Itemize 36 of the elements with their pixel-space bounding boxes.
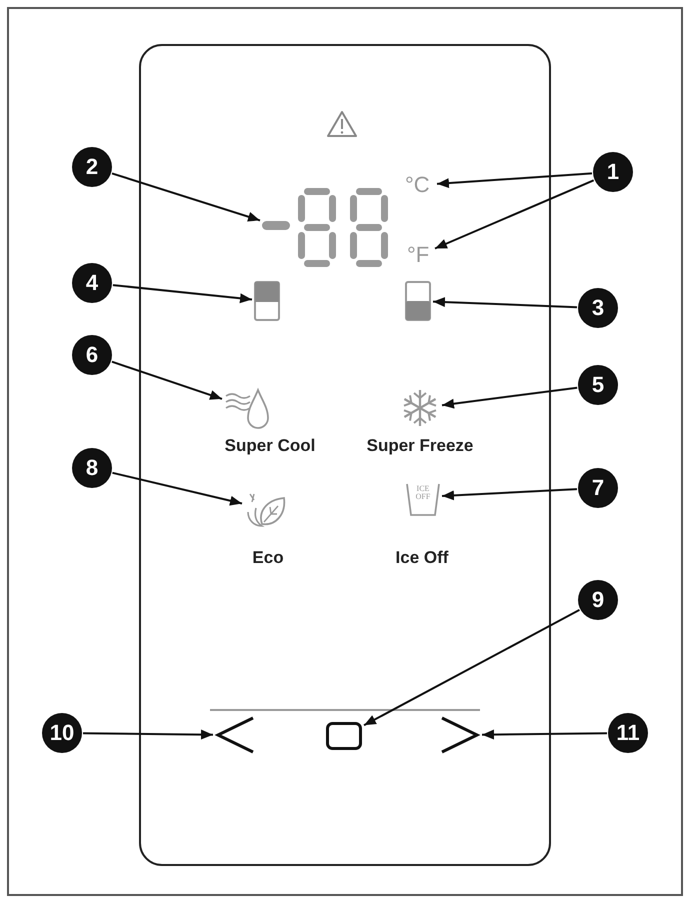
icon-caption: Ice Off: [396, 548, 448, 568]
icon-text: ICE OFF: [414, 485, 432, 501]
leader-line: [434, 179, 594, 250]
right-chevron-button: [440, 716, 480, 754]
unit-symbol: °C: [405, 172, 435, 198]
minus-segment: [262, 221, 290, 230]
callout-number: 1: [593, 152, 633, 192]
callout-number: 9: [578, 580, 618, 620]
callout-number: 2: [72, 147, 112, 187]
leader-line: [112, 284, 252, 304]
icon-caption: Eco: [252, 548, 284, 568]
callout-number: 10: [42, 713, 82, 753]
leader-line: [364, 609, 580, 726]
callout-number: 4: [72, 263, 112, 303]
leader-line: [436, 172, 592, 188]
freezer-compartment-icon: [405, 281, 431, 321]
fridge-compartment-icon: [254, 281, 280, 321]
callout-number: 11: [608, 713, 648, 753]
icon-caption: Super Freeze: [366, 436, 474, 456]
callout-number: 3: [578, 288, 618, 328]
leader-line: [442, 386, 578, 409]
leader-line: [112, 472, 242, 506]
unit-symbol: °F: [407, 242, 433, 268]
leader-line: [432, 297, 578, 308]
leader-line: [112, 360, 222, 400]
leader-line: [112, 172, 260, 222]
callout-number: 8: [72, 448, 112, 488]
square-button: [326, 722, 362, 750]
callout-number: 5: [578, 365, 618, 405]
icon-caption: Super Cool: [224, 436, 316, 456]
leader-line: [482, 730, 608, 740]
callout-number: 6: [72, 335, 112, 375]
leader-line: [82, 730, 214, 740]
left-chevron-button: [215, 716, 255, 754]
leader-line: [442, 488, 578, 500]
callout-number: 7: [578, 468, 618, 508]
